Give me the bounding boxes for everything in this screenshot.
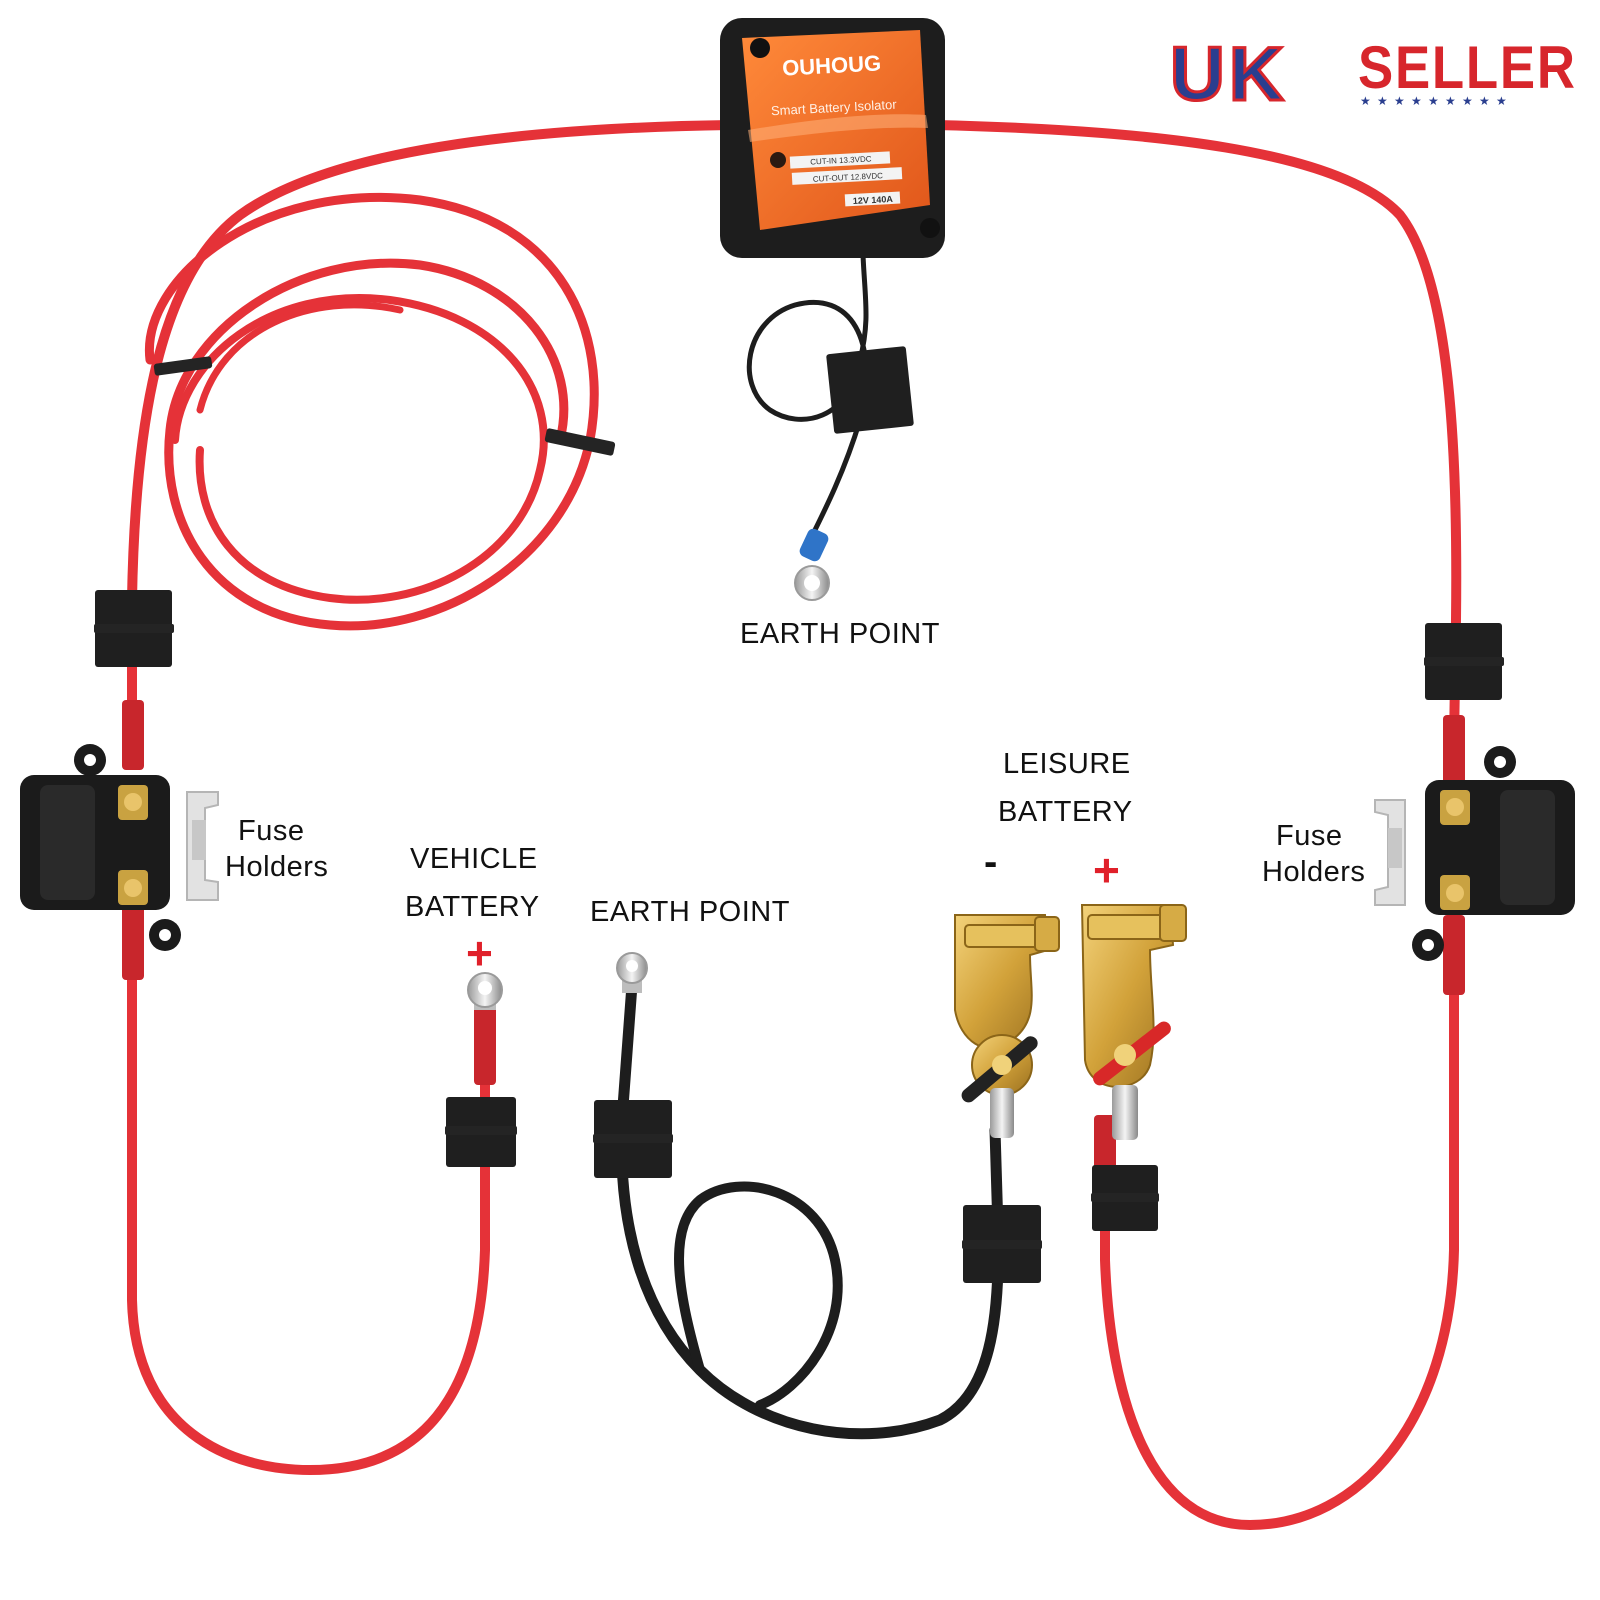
isolator-brand: OUHOUG xyxy=(782,50,882,80)
isolator-spec-cut-in: CUT-IN 13.3VDC xyxy=(810,154,872,166)
label-fuse-left-line1: Fuse xyxy=(238,815,305,847)
label-vehicle-plus: + xyxy=(466,927,493,979)
svg-text:★: ★ xyxy=(1445,94,1456,108)
label-leisure-line1: LEISURE xyxy=(1003,748,1131,780)
svg-text:★: ★ xyxy=(1496,94,1507,108)
fuse-holder-left xyxy=(20,744,181,951)
label-leisure-plus: + xyxy=(1093,844,1120,896)
svg-text:★: ★ xyxy=(1411,94,1422,108)
isolator-rating: 12V 140A xyxy=(853,194,894,206)
badge-seller-text: SELLER xyxy=(1358,34,1577,101)
smart-battery-isolator: OUHOUG Smart Battery Isolator CUT-IN 13.… xyxy=(720,18,945,258)
label-leisure-line2: BATTERY xyxy=(998,796,1133,828)
ring-terminal-isolator-earth xyxy=(794,528,830,601)
heat-shrink-sleeves xyxy=(122,700,1465,1185)
svg-text:★: ★ xyxy=(1360,94,1371,108)
black-cable-earth xyxy=(616,252,1004,1440)
label-vehicle-line2: BATTERY xyxy=(405,891,540,923)
svg-text:★: ★ xyxy=(1428,94,1439,108)
ring-terminal-vehicle-positive xyxy=(467,972,503,1010)
svg-text:★: ★ xyxy=(1377,94,1388,108)
svg-text:★: ★ xyxy=(1462,94,1473,108)
red-cable-main xyxy=(127,120,1462,1530)
fuse-holder-right xyxy=(1412,746,1575,961)
svg-text:★: ★ xyxy=(1394,94,1405,108)
label-fuse-right-line1: Fuse xyxy=(1276,820,1343,852)
uk-seller-badge: UK SELLER ★ ★ ★ ★ ★ ★ ★ ★ ★ xyxy=(1169,31,1577,119)
fuse-blade-left xyxy=(186,791,219,901)
badge-stars: ★ ★ ★ ★ ★ ★ ★ ★ ★ xyxy=(1360,94,1507,108)
label-earth-point-isolator: EARTH POINT xyxy=(740,618,940,650)
isolator-spec-cut-out: CUT-OUT 12.8VDC xyxy=(813,171,884,184)
cable-mounts xyxy=(95,346,1502,1283)
svg-text:★: ★ xyxy=(1479,94,1490,108)
label-earth-point-bottom: EARTH POINT xyxy=(590,896,790,928)
label-fuse-left-line2: Holders xyxy=(225,851,329,883)
fuse-blade-right xyxy=(1374,799,1406,906)
label-vehicle-line1: VEHICLE xyxy=(410,843,538,875)
battery-clamp-positive xyxy=(1080,904,1187,1140)
label-leisure-minus: - xyxy=(984,840,998,884)
cable-ties xyxy=(94,356,1504,1249)
isolator-product-name: Smart Battery Isolator xyxy=(771,97,898,119)
badge-uk-text: UK xyxy=(1170,32,1288,117)
label-fuse-right-line2: Holders xyxy=(1262,856,1366,888)
ring-terminal-earth-point xyxy=(616,952,648,993)
battery-clamp-negative xyxy=(954,914,1060,1138)
